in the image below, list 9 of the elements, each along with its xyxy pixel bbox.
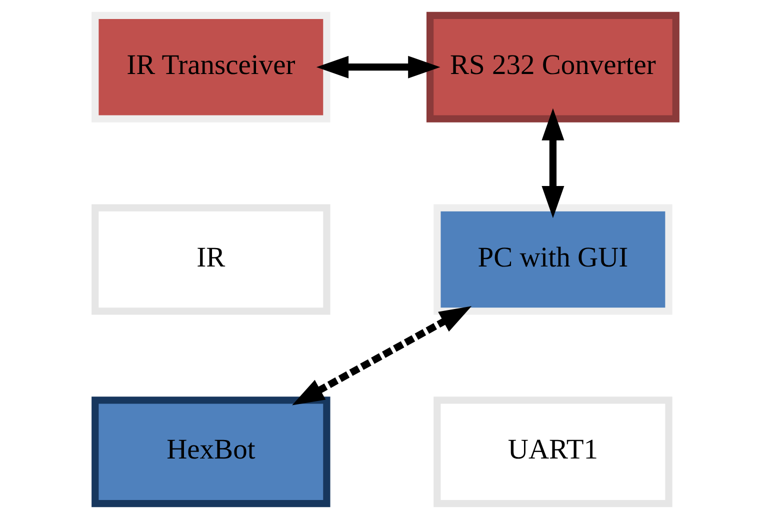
- node-box: UART1: [434, 396, 672, 508]
- arrow: [542, 108, 564, 218]
- arrow: [292, 306, 472, 406]
- node-box: PC with GUI: [434, 204, 672, 315]
- arrow: [316, 56, 440, 78]
- node-box: HexBot: [92, 396, 330, 508]
- node-box: RS 232 Converter: [426, 12, 680, 122]
- node-box: IR Transceiver: [92, 12, 330, 122]
- node-box: IR: [92, 204, 330, 315]
